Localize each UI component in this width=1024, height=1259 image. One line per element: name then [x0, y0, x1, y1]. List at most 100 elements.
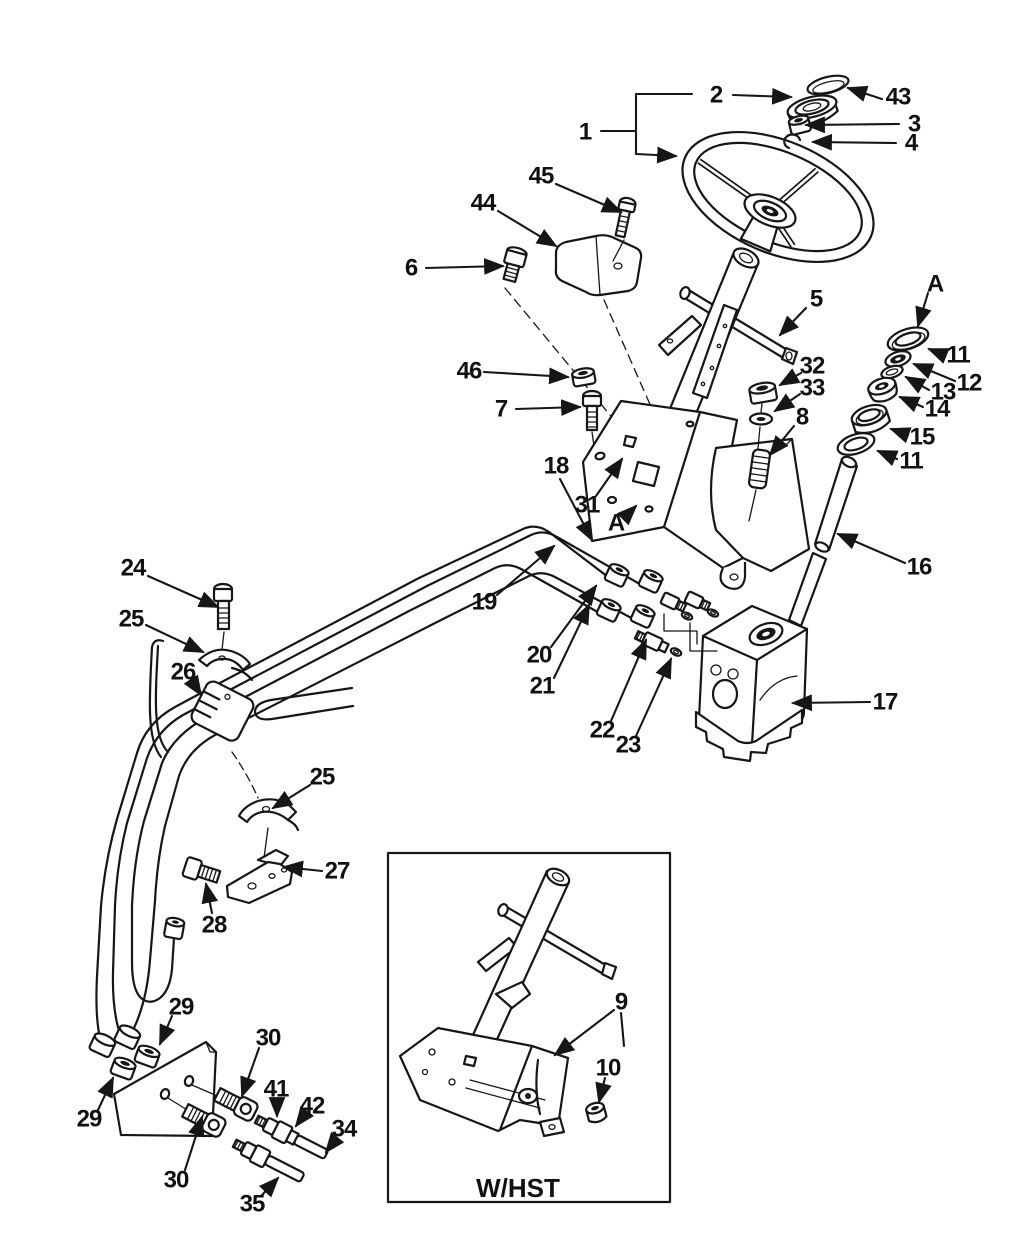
- collar-15: [850, 403, 892, 435]
- cap-43: [806, 74, 850, 96]
- pipe-clamp-group: [163, 582, 300, 941]
- callout-15: 15: [910, 424, 935, 451]
- callout-46: 46: [457, 358, 482, 385]
- leader-line-29-lower: [96, 1076, 115, 1112]
- callout-8: 8: [796, 404, 809, 431]
- seal-11-upper: [886, 326, 930, 352]
- nut-32: [748, 381, 778, 405]
- callout-10: 10: [596, 1055, 621, 1082]
- callout-42: 42: [300, 1093, 325, 1120]
- pipe-fittings: [595, 563, 720, 657]
- leader-line-1: [634, 146, 679, 164]
- callout-29-upper: 29: [169, 994, 194, 1021]
- hst-column: [398, 867, 618, 1138]
- callout-17: 17: [873, 689, 898, 716]
- callout-9: 9: [615, 989, 628, 1016]
- seal-11-lower: [836, 432, 876, 456]
- callout-A-bracket: A: [608, 510, 625, 537]
- callout-25-upper: 25: [119, 606, 144, 633]
- callout-2: 2: [710, 82, 723, 109]
- inset-box: [386, 851, 672, 1204]
- leader-line-11-upper: [927, 347, 950, 364]
- nut-washer-spring: [747, 381, 778, 522]
- bolt-45: [614, 196, 637, 239]
- cover-and-fasteners: [502, 196, 643, 461]
- leader-line-45: [554, 182, 623, 214]
- leader-line-26: [183, 674, 203, 697]
- callout-4: 4: [905, 130, 919, 157]
- callout-31: 31: [575, 492, 600, 519]
- cover-44: [554, 234, 643, 297]
- clamp-block-26: [190, 680, 255, 742]
- leader-line-14: [898, 395, 925, 413]
- callout-32: 32: [800, 353, 825, 380]
- callout-18: 18: [544, 453, 569, 480]
- leader-line-8: [768, 424, 796, 457]
- leader-line-11-lower: [876, 449, 899, 467]
- leader-line-30-upper: [240, 1046, 261, 1098]
- fitting-22: [633, 630, 670, 654]
- leader-line-2: [731, 87, 794, 105]
- callout-28: 28: [202, 912, 227, 939]
- leader-line-31: [594, 457, 624, 498]
- leader-line-17: [790, 694, 872, 712]
- callout-45: 45: [529, 163, 554, 190]
- callout-30-upper: 30: [256, 1025, 281, 1052]
- leader-line-7: [514, 399, 583, 416]
- leader-line-12: [912, 362, 957, 383]
- flare-nut: [113, 1024, 142, 1051]
- callout-20: 20: [527, 642, 552, 669]
- support-strip: [691, 303, 739, 400]
- callout-24: 24: [121, 555, 147, 582]
- leader-line-35: [258, 1176, 280, 1198]
- leader-line-18: [558, 477, 594, 542]
- fitting-35: [231, 1138, 305, 1183]
- bolt-7: [581, 389, 603, 461]
- leader-line-46: [482, 367, 571, 385]
- leader-line-22: [609, 638, 648, 723]
- callout-14: 14: [925, 396, 951, 423]
- washer-33: [748, 412, 774, 426]
- hose-end-fitting: [163, 916, 186, 941]
- leader-line-21: [552, 603, 591, 680]
- callout-1: 1: [579, 119, 592, 146]
- leader-line-15: [889, 427, 912, 444]
- callout-30-lower: 30: [164, 1167, 189, 1194]
- leader-line-23: [634, 657, 673, 738]
- hairpin-pipe: [253, 686, 355, 721]
- callout-3: 3: [908, 111, 921, 138]
- callout-27: 27: [325, 858, 350, 885]
- ring-13: [880, 364, 904, 380]
- bolt-24: [212, 582, 234, 660]
- leader-line-33: [773, 392, 802, 413]
- inset-whst: W/HST: [386, 851, 672, 1204]
- cross-shaft-5: [679, 286, 799, 366]
- leader-line-9: [553, 1008, 616, 1057]
- callout-12: 12: [957, 370, 982, 397]
- bushing-10: [585, 1101, 608, 1124]
- hydraulic-pipes: [95, 525, 647, 1040]
- callout-5: 5: [810, 286, 823, 313]
- nut-29-a: [133, 1044, 161, 1069]
- callout-41: 41: [264, 1076, 289, 1103]
- leader-line-30-lower: [183, 1115, 205, 1172]
- callout-7: 7: [495, 396, 508, 423]
- leader-line-16: [836, 532, 907, 565]
- callout-13: 13: [931, 379, 956, 406]
- leader-line-32: [778, 368, 803, 387]
- leader-line-28: [201, 881, 219, 915]
- leader-line-34: [324, 1131, 345, 1154]
- snap-ring-4: [783, 133, 802, 150]
- callout-44: 44: [471, 190, 497, 217]
- bolt-6: [502, 246, 528, 284]
- leader-line-29-upper: [158, 1014, 176, 1046]
- leader-line-13: [904, 375, 931, 394]
- callout-23: 23: [616, 732, 641, 759]
- callout-33: 33: [800, 375, 825, 402]
- leader-line-5: [778, 306, 808, 337]
- nut-29-b: [109, 1056, 137, 1081]
- leader-line-27: [281, 860, 324, 878]
- callout-22: 22: [590, 717, 615, 744]
- nut-46: [570, 367, 597, 388]
